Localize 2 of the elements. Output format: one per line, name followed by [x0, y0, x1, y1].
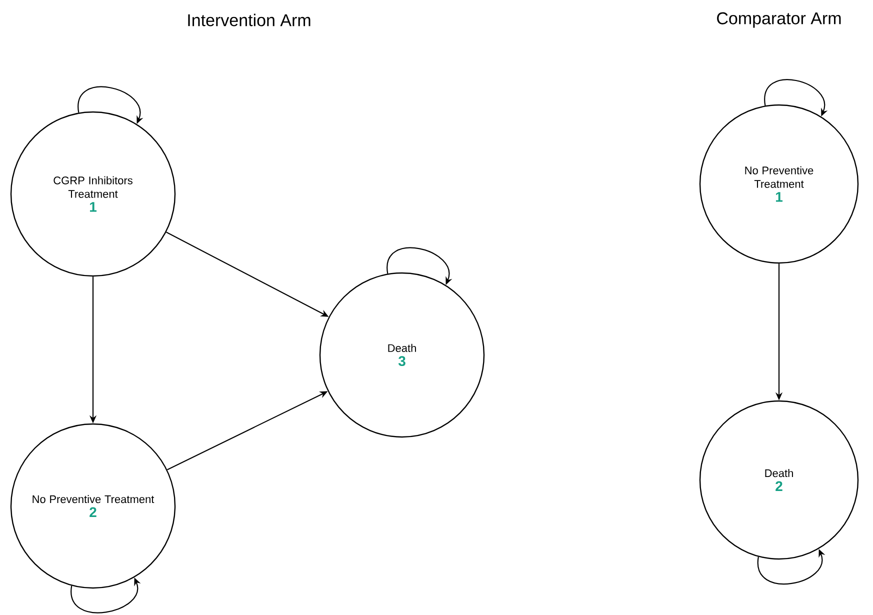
arm-heading: Intervention Arm	[188, 14, 310, 26]
arm-heading: Comparator Arm	[717, 12, 841, 28]
